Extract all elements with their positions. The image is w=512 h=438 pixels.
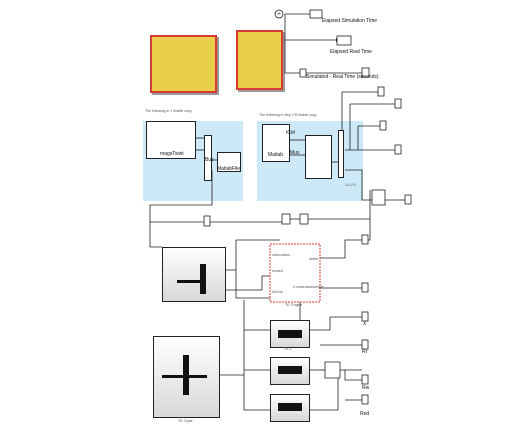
out-label-rr: Rr — [362, 349, 368, 355]
elapsed-real-time-label: Elapsed Real Time — [330, 49, 372, 55]
mid-subsystem-block[interactable] — [162, 247, 226, 302]
big-subsystem-caption: TE: Dyne — [178, 419, 193, 423]
lower-subsystem-1-graphic — [278, 330, 302, 338]
selector-block[interactable] — [338, 130, 344, 178]
lower-subsystem-3-graphic — [278, 403, 302, 411]
mux-block[interactable] — [305, 135, 332, 179]
right-region-note: The following in step 2 B fixable copy — [259, 113, 317, 117]
mag-twist-label: magsTwist — [160, 151, 184, 157]
plant-output-action: action — [309, 257, 319, 261]
lower-subsystem-label: TE-1 — [284, 347, 292, 351]
plant-input-observation: observation — [272, 253, 291, 257]
out-label-rw: Rw — [362, 385, 370, 391]
matlab-file-block[interactable] — [217, 152, 241, 172]
matlab-file-label: MatlabFile — [217, 166, 241, 172]
plant-output-reward: rl.rewardsubsample — [293, 285, 324, 289]
left-region-note: The following in 1 fixable copy — [145, 109, 192, 113]
controller-block[interactable] — [262, 124, 290, 162]
display-block-left[interactable] — [150, 35, 217, 93]
mid-subsystem-graphic-2 — [200, 264, 206, 294]
display-block-right[interactable] — [236, 30, 283, 90]
mag-twist-block[interactable] — [146, 121, 196, 159]
selector-label: 1:1:2:3 — [345, 183, 356, 187]
mux-label: Mux — [290, 150, 300, 156]
plant-input-isdone: isDone — [272, 290, 283, 294]
bus-creator-block[interactable] — [204, 135, 212, 181]
plant-caption: TE: Engine — [285, 303, 303, 307]
bus-label: Bus — [205, 157, 214, 163]
out-label-x: X — [363, 321, 367, 327]
out-label-red: Red — [360, 411, 370, 417]
lower-subsystem-2-graphic — [278, 366, 302, 374]
sim-minus-real-label: Simulated - Real Time (seconds) — [306, 74, 379, 80]
elapsed-sim-time-label: Elapsed Simulation Time — [322, 18, 378, 24]
mid-subsystem-graphic — [177, 280, 205, 283]
big-subsystem-graphic-2 — [183, 355, 189, 395]
controller-sub-label: Matlab — [268, 152, 284, 158]
controller-label: tCtrl — [286, 130, 296, 136]
plant-input-reward: reward — [272, 269, 283, 273]
